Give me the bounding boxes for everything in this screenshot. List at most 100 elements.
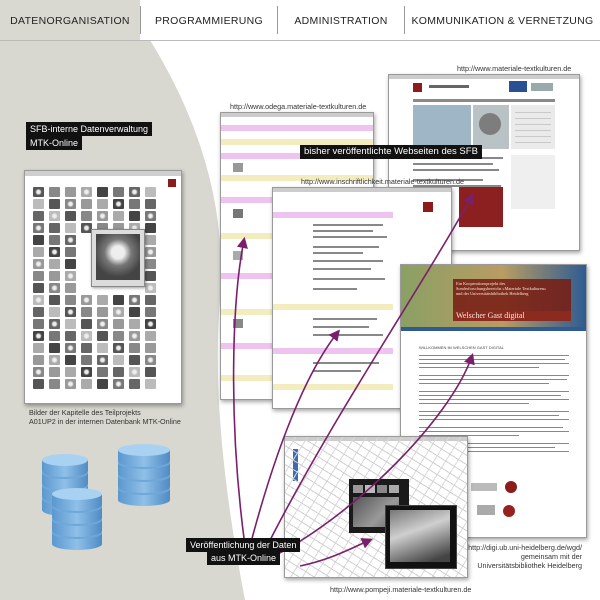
capital-preview-popup[interactable] xyxy=(91,229,145,287)
capital-thumbnail[interactable] xyxy=(97,379,108,389)
capital-thumbnail[interactable] xyxy=(65,271,76,281)
capital-thumbnail[interactable] xyxy=(81,319,92,329)
capital-thumbnail[interactable] xyxy=(49,259,60,269)
capital-thumbnail[interactable] xyxy=(49,379,60,389)
capital-thumbnail[interactable] xyxy=(65,211,76,221)
url-odega[interactable]: http://www.odega.materiale-textkulturen.… xyxy=(230,102,367,111)
capital-thumbnail[interactable] xyxy=(33,367,44,377)
capital-thumbnail[interactable] xyxy=(145,355,156,365)
capital-thumbnail[interactable] xyxy=(97,319,108,329)
capital-thumbnail[interactable] xyxy=(65,199,76,209)
capital-thumbnail[interactable] xyxy=(129,379,140,389)
capital-thumbnail[interactable] xyxy=(113,187,124,197)
capital-thumbnail[interactable] xyxy=(97,295,108,305)
capital-thumbnail[interactable] xyxy=(65,379,76,389)
nav-tab-kommunikation-vernetzung[interactable]: KOMMUNIKATION & VERNETZUNG xyxy=(411,15,594,27)
capital-thumbnail[interactable] xyxy=(33,211,44,221)
capital-thumbnail[interactable] xyxy=(65,355,76,365)
capital-thumbnail[interactable] xyxy=(145,199,156,209)
capital-thumbnail[interactable] xyxy=(81,355,92,365)
capital-thumbnail[interactable] xyxy=(81,379,92,389)
capital-thumbnail[interactable] xyxy=(129,367,140,377)
capital-thumbnail[interactable] xyxy=(145,187,156,197)
nav-tab-datenorganisation[interactable]: DATENORGANISATION xyxy=(0,0,140,40)
capital-thumbnail[interactable] xyxy=(65,343,76,353)
capital-thumbnail[interactable] xyxy=(49,235,60,245)
capital-thumbnail[interactable] xyxy=(49,283,60,293)
capital-thumbnail[interactable] xyxy=(81,343,92,353)
capital-thumbnail[interactable] xyxy=(97,307,108,317)
capital-thumbnail[interactable] xyxy=(81,307,92,317)
capital-thumbnail[interactable] xyxy=(113,223,124,233)
capital-thumbnail[interactable] xyxy=(33,235,44,245)
capital-thumbnail[interactable] xyxy=(129,295,140,305)
capital-thumbnail[interactable] xyxy=(33,199,44,209)
capital-thumbnail[interactable] xyxy=(65,367,76,377)
url-pompeji[interactable]: http://www.pompeji.materiale-textkulture… xyxy=(330,585,472,594)
capital-thumbnail[interactable] xyxy=(145,271,156,281)
capital-thumbnail[interactable] xyxy=(97,211,108,221)
capital-thumbnail[interactable] xyxy=(33,223,44,233)
capital-thumbnail[interactable] xyxy=(65,247,76,257)
capital-thumbnail[interactable] xyxy=(129,307,140,317)
capital-thumbnail[interactable] xyxy=(33,331,44,341)
capital-thumbnail[interactable] xyxy=(113,379,124,389)
capital-thumbnail[interactable] xyxy=(81,187,92,197)
capital-thumbnail[interactable] xyxy=(49,223,60,233)
capital-thumbnail[interactable] xyxy=(33,355,44,365)
capital-thumbnail[interactable] xyxy=(145,259,156,269)
capital-thumbnail[interactable] xyxy=(33,307,44,317)
capital-thumbnail[interactable] xyxy=(113,367,124,377)
caption-line-url[interactable]: http://digi.ub.uni-heidelberg.de/wgd/ xyxy=(468,543,582,552)
capital-thumbnail[interactable] xyxy=(145,307,156,317)
capital-thumbnail[interactable] xyxy=(33,319,44,329)
capital-thumbnail[interactable] xyxy=(97,187,108,197)
capital-thumbnail[interactable] xyxy=(113,331,124,341)
capital-thumbnail[interactable] xyxy=(33,271,44,281)
capital-thumbnail[interactable] xyxy=(129,211,140,221)
capital-thumbnail[interactable] xyxy=(129,355,140,365)
capital-thumbnail[interactable] xyxy=(65,223,76,233)
capital-thumbnail[interactable] xyxy=(49,199,60,209)
capital-thumbnail[interactable] xyxy=(97,331,108,341)
capital-thumbnail[interactable] xyxy=(145,343,156,353)
capital-thumbnail[interactable] xyxy=(33,295,44,305)
capital-thumbnail[interactable] xyxy=(49,187,60,197)
capital-thumbnail[interactable] xyxy=(145,319,156,329)
capital-thumbnail[interactable] xyxy=(49,295,60,305)
capital-thumbnail[interactable] xyxy=(145,283,156,293)
capital-thumbnail[interactable] xyxy=(113,343,124,353)
capital-thumbnail[interactable] xyxy=(97,199,108,209)
capital-thumbnail[interactable] xyxy=(81,367,92,377)
capital-thumbnail[interactable] xyxy=(49,355,60,365)
capital-thumbnail[interactable] xyxy=(113,307,124,317)
capital-thumbnail[interactable] xyxy=(97,367,108,377)
capital-thumbnail[interactable] xyxy=(113,355,124,365)
capital-thumbnail[interactable] xyxy=(49,319,60,329)
capital-thumbnail[interactable] xyxy=(113,211,124,221)
capital-thumbnail[interactable] xyxy=(65,259,76,269)
capital-thumbnail[interactable] xyxy=(81,331,92,341)
capital-thumbnail[interactable] xyxy=(145,367,156,377)
capital-thumbnail[interactable] xyxy=(145,211,156,221)
capital-thumbnail[interactable] xyxy=(129,319,140,329)
capital-thumbnail[interactable] xyxy=(145,331,156,341)
capital-thumbnail[interactable] xyxy=(65,295,76,305)
capital-thumbnail[interactable] xyxy=(81,199,92,209)
capital-thumbnail[interactable] xyxy=(145,379,156,389)
capital-thumbnail[interactable] xyxy=(129,187,140,197)
capital-thumbnail[interactable] xyxy=(33,259,44,269)
capital-thumbnail[interactable] xyxy=(145,295,156,305)
capital-thumbnail[interactable] xyxy=(49,343,60,353)
capital-thumbnail[interactable] xyxy=(145,235,156,245)
capital-thumbnail[interactable] xyxy=(81,223,92,233)
capital-thumbnail[interactable] xyxy=(97,343,108,353)
capital-thumbnail[interactable] xyxy=(49,307,60,317)
nav-tab-programmierung[interactable]: PROGRAMMIERUNG xyxy=(154,15,264,27)
nav-tab-administration[interactable]: ADMINISTRATION xyxy=(294,15,388,27)
capital-thumbnail[interactable] xyxy=(33,283,44,293)
capital-thumbnail[interactable] xyxy=(65,283,76,293)
capital-thumbnail[interactable] xyxy=(129,199,140,209)
capital-thumbnail[interactable] xyxy=(81,211,92,221)
capital-thumbnail[interactable] xyxy=(33,247,44,257)
